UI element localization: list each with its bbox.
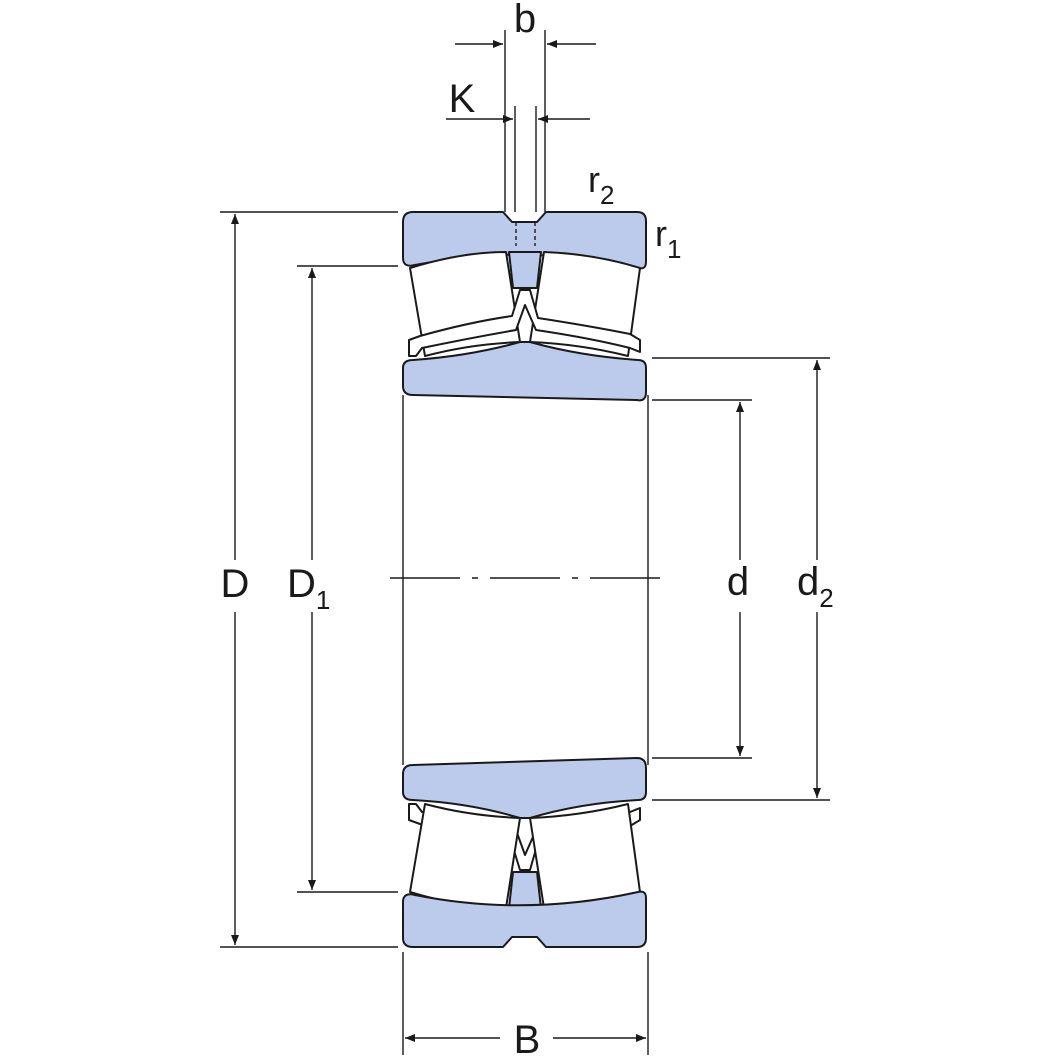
label-r1-sub: 1	[667, 234, 681, 264]
label-r2-main: r	[588, 159, 600, 200]
inner-ring-top	[402, 341, 647, 402]
label-D1: D1	[287, 562, 330, 615]
label-d2-main: d	[797, 560, 819, 604]
roller-bottom-left	[409, 803, 521, 909]
label-b: b	[514, 0, 536, 41]
label-d2-sub: 2	[819, 583, 833, 613]
label-K: K	[449, 77, 476, 121]
label-r1: r1	[655, 213, 681, 264]
upper-section	[402, 211, 647, 402]
outer-ring-bottom	[402, 890, 647, 948]
labels: b K r2 r1 D D1 d d2 B	[221, 0, 834, 1062]
label-d2: d2	[797, 560, 834, 613]
guide-ring-top	[508, 251, 542, 289]
guide-ring-bottom	[508, 871, 542, 909]
label-r2: r2	[588, 159, 614, 210]
label-r2-sub: 2	[600, 180, 614, 210]
lower-section	[402, 757, 647, 948]
label-B: B	[514, 1018, 541, 1062]
label-D1-sub: 1	[316, 585, 330, 615]
cage-top	[408, 289, 641, 357]
label-D1-main: D	[287, 562, 316, 606]
label-D: D	[221, 562, 250, 606]
dimension-lines	[220, 30, 830, 1055]
roller-bottom-right	[529, 803, 641, 909]
label-d: d	[727, 560, 749, 604]
label-r1-main: r	[655, 213, 667, 254]
